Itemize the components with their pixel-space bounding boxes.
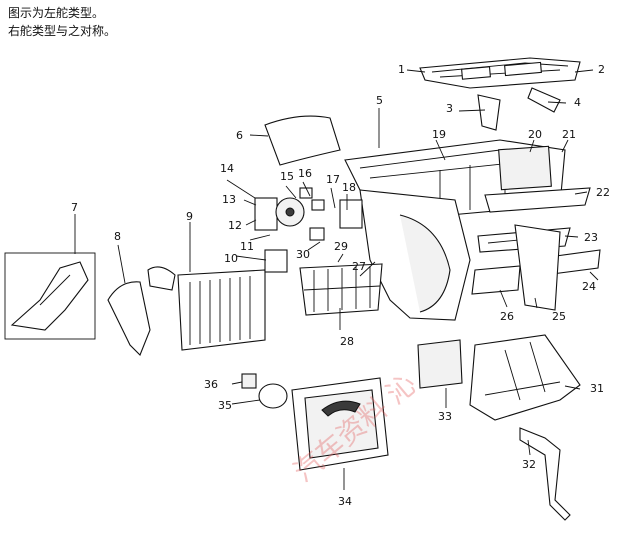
callout-13: 13 (222, 193, 236, 206)
callout-18: 18 (342, 181, 356, 194)
part-panel (417, 339, 463, 389)
part-heater-hoses (107, 266, 176, 356)
part-brackets-3-4 (477, 87, 561, 131)
callout-16: 16 (298, 167, 312, 180)
callout-2: 2 (598, 63, 605, 76)
callout-36: 36 (204, 378, 218, 391)
callout-6: 6 (236, 129, 243, 142)
part-seal-ring (258, 383, 288, 409)
part-filter-frame (419, 57, 581, 89)
part-evaporator (291, 377, 389, 471)
callout-22: 22 (596, 186, 610, 199)
part-small-plate (339, 199, 363, 229)
part-filter-grid (299, 263, 383, 316)
callout-labels: 1 2 3 4 5 6 7 8 9 10 11 12 13 14 15 16 1… (71, 63, 610, 508)
callout-27: 27 (352, 260, 366, 273)
callout-20: 20 (528, 128, 542, 141)
callout-1: 1 (398, 63, 405, 76)
callout-15: 15 (280, 170, 294, 183)
callout-21: 21 (562, 128, 576, 141)
callout-34: 34 (338, 495, 352, 508)
part-actuators (254, 187, 325, 273)
callout-28: 28 (340, 335, 354, 348)
callout-17: 17 (326, 173, 340, 186)
part-filter-sheet (264, 115, 341, 166)
part-valve-block (241, 373, 257, 389)
callout-23: 23 (584, 231, 598, 244)
callout-25: 25 (552, 310, 566, 323)
part-blower-case (359, 189, 561, 321)
callout-leaders (74, 69, 599, 490)
callout-9: 9 (186, 210, 193, 223)
callout-19: 19 (432, 128, 446, 141)
callout-14: 14 (220, 162, 234, 175)
callout-11: 11 (240, 240, 254, 253)
callout-7: 7 (71, 201, 78, 214)
callout-33: 33 (438, 410, 452, 423)
callout-5: 5 (376, 94, 383, 107)
note-right-hand-drive: 右舵类型与之对称。 (8, 24, 117, 38)
callout-31: 31 (590, 382, 604, 395)
callout-26: 26 (500, 310, 514, 323)
part-lower-case (469, 334, 581, 421)
callout-24: 24 (582, 280, 596, 293)
callout-30: 30 (296, 248, 310, 261)
part-drain-hose (519, 427, 571, 521)
callout-10: 10 (224, 252, 238, 265)
callout-4: 4 (574, 96, 581, 109)
callout-12: 12 (228, 219, 242, 232)
part-inset-duct (4, 252, 96, 340)
callout-32: 32 (522, 458, 536, 471)
callout-3: 3 (446, 102, 453, 115)
callout-29: 29 (334, 240, 348, 253)
callout-8: 8 (114, 230, 121, 243)
part-heater-core (177, 269, 266, 351)
note-left-hand-drive: 图示为左舵类型。 (8, 6, 105, 20)
callout-35: 35 (218, 399, 232, 412)
